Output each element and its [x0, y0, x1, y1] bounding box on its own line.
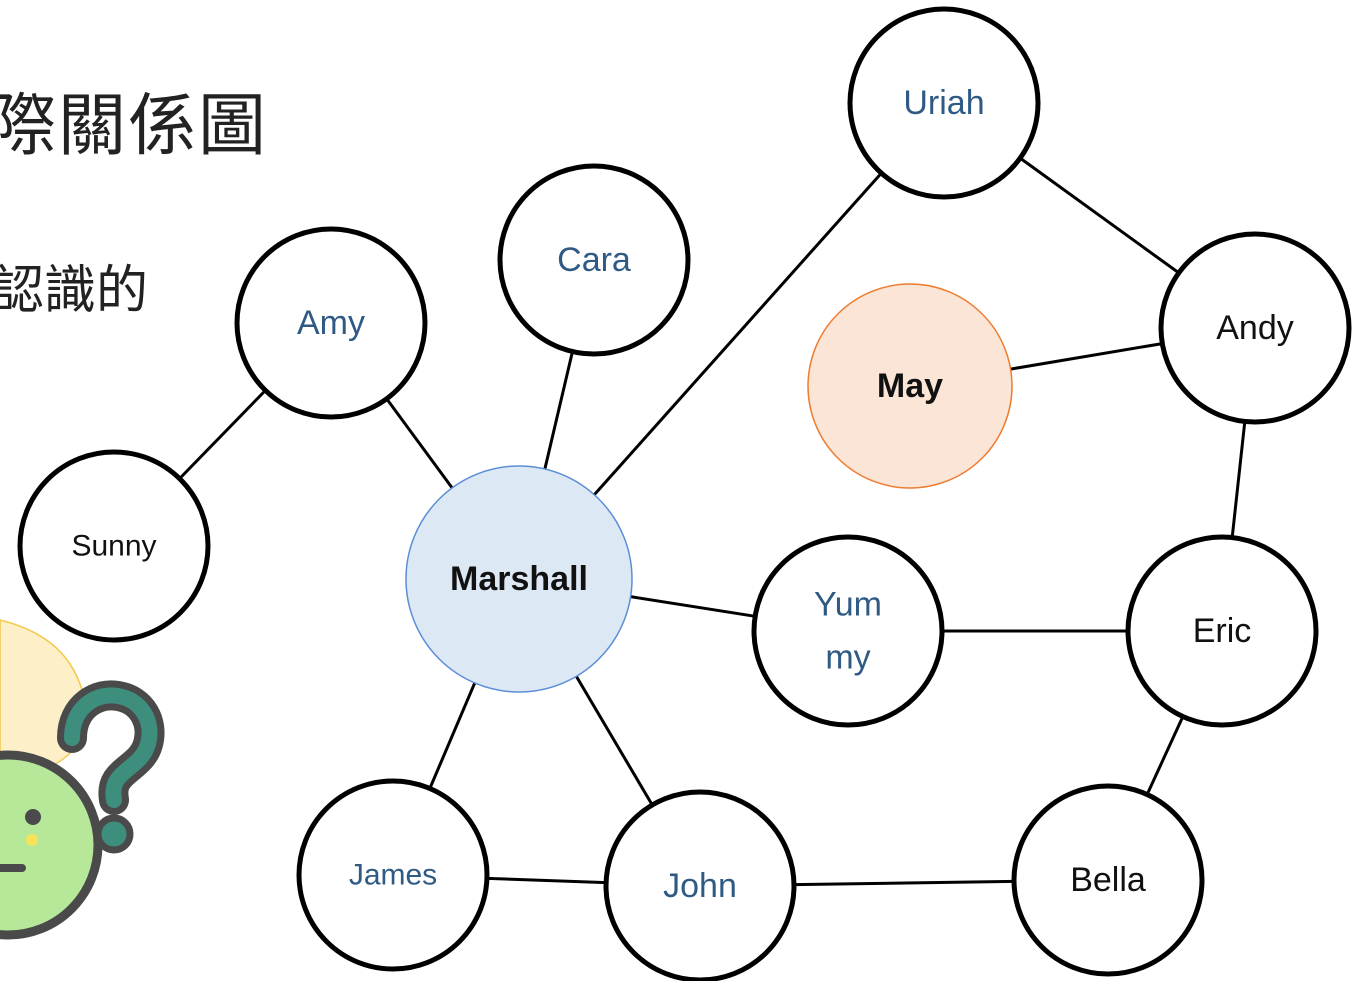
- node-eric: Eric: [1125, 534, 1319, 728]
- question-mark-dot-shape: [94, 814, 134, 854]
- node-label-uriah: Uriah: [903, 84, 984, 122]
- node-uriah: Uriah: [847, 6, 1041, 200]
- confused-face-with-question-mark-icon: [0, 619, 165, 940]
- edge-amy-marshall: [385, 397, 454, 489]
- node-label-amy: Amy: [297, 304, 365, 342]
- node-label-james: James: [349, 859, 437, 892]
- node-circle-john: [603, 789, 797, 981]
- edge-amy-sunny: [178, 389, 267, 480]
- node-may: May: [807, 283, 1013, 489]
- edge-may-andy: [1010, 342, 1163, 371]
- edge-eric-bella: [1145, 715, 1185, 796]
- node-circle-yummy: [751, 534, 945, 728]
- mascot-eye-shape: [25, 809, 41, 825]
- node-sunny: Sunny: [17, 449, 211, 643]
- question-mark-fill-shape: [64, 687, 158, 808]
- edge-john-bella: [793, 879, 1015, 887]
- node-james: James: [296, 778, 490, 972]
- node-label-yummy: Yum: [814, 586, 882, 624]
- node-label-eric: Eric: [1193, 612, 1252, 650]
- node-circle-amy: [234, 226, 428, 420]
- node-circle-andy: [1158, 231, 1352, 425]
- node-circle-cara: [497, 163, 691, 357]
- edge-uriah-andy: [1019, 156, 1180, 275]
- node-circle-marshall: [405, 465, 633, 693]
- node-label-marshall: Marshall: [450, 560, 588, 598]
- edge-cara-marshall: [543, 351, 574, 470]
- node-john: John: [603, 789, 797, 981]
- node-label-andy: Andy: [1216, 309, 1294, 347]
- node-circle-uriah: [847, 6, 1041, 200]
- edge-marshall-yummy: [630, 595, 756, 618]
- node-circle-sunny: [17, 449, 211, 643]
- edge-uriah-marshall: [593, 172, 883, 496]
- edge-marshall-john: [575, 675, 654, 806]
- node-circle-james: [296, 778, 490, 972]
- node-amy: Amy: [234, 226, 428, 420]
- edge-andy-eric: [1230, 421, 1247, 538]
- node-circle-eric: [1125, 534, 1319, 728]
- node-yummy: Yum my: [751, 534, 945, 728]
- edge-james-john: [486, 876, 607, 885]
- node-label-bella: Bella: [1070, 861, 1146, 899]
- node-circle-bella: [1011, 783, 1205, 977]
- slide-body-text: 認識的: [0, 261, 149, 321]
- node-circle-may: [807, 283, 1013, 489]
- edge-layer: [178, 156, 1247, 887]
- node-cara: Cara: [497, 163, 691, 357]
- slide-title: 際關係圖: [0, 87, 269, 166]
- node-label-sunny: Sunny: [71, 530, 156, 563]
- node-label-may: May: [877, 367, 943, 405]
- node-label-john: John: [663, 867, 737, 905]
- edge-marshall-james: [428, 682, 477, 790]
- mascot-cheek-shape: [26, 834, 38, 846]
- node-bella: Bella: [1011, 783, 1205, 977]
- node-marshall: Marshall: [405, 465, 633, 693]
- node-label-yummy: my: [825, 638, 870, 676]
- node-andy: Andy: [1158, 231, 1352, 425]
- node-label-cara: Cara: [557, 241, 631, 279]
